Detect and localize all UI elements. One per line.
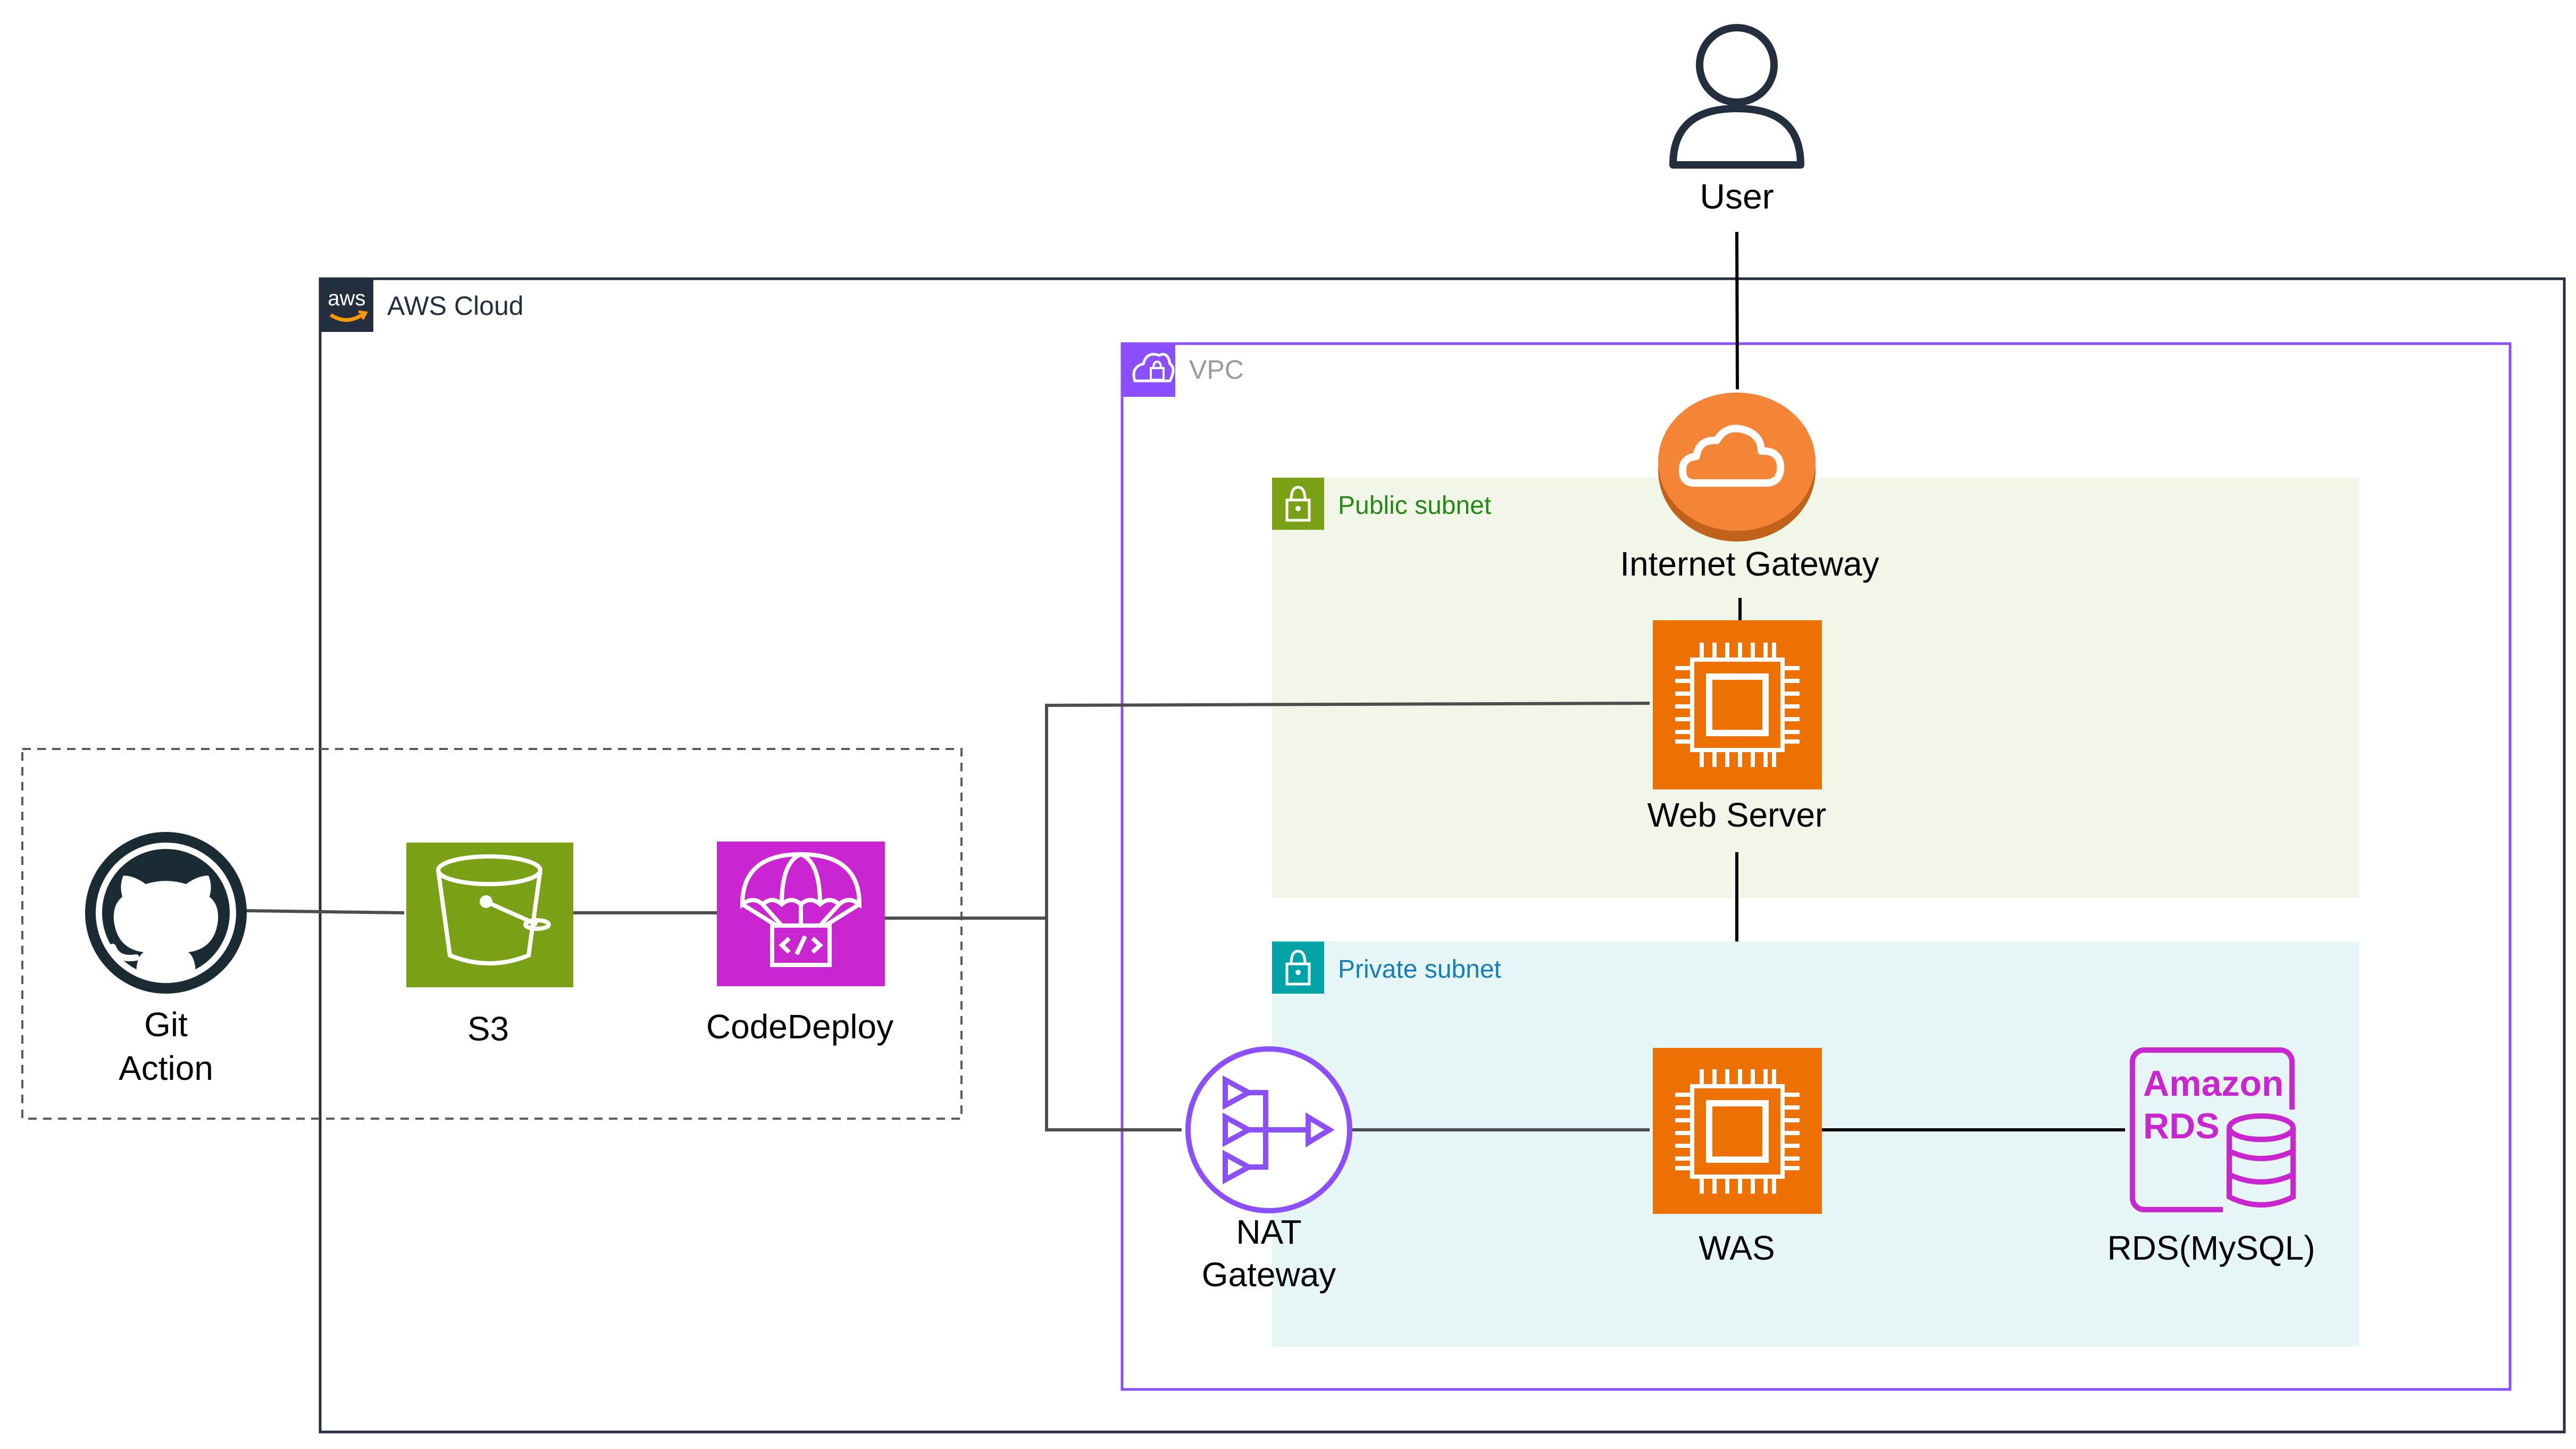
ec2-chip-icon <box>1675 1069 1800 1194</box>
rds-logo-line2: RDS <box>2143 1106 2220 1146</box>
vpc-border <box>1120 342 2512 1391</box>
vpc-group: VPC <box>1120 342 2512 1391</box>
nat-gateway-label-line1: NAT <box>1236 1213 1301 1251</box>
web-server-node[interactable]: Web Server <box>1647 620 1827 834</box>
s3-bucket-icon <box>436 854 551 965</box>
edge-git-to-s3 <box>245 909 405 914</box>
s3-icon-bg <box>406 843 573 987</box>
nat-gateway-icon <box>1185 1046 1352 1213</box>
parachute-icon <box>740 852 862 967</box>
cloud-icon <box>1658 393 1816 542</box>
internet-gateway-label: Internet Gateway <box>1620 545 1879 583</box>
aws-cloud-label: AWS Cloud <box>387 291 524 321</box>
s3-node[interactable]: S3 <box>406 843 573 1048</box>
was-node[interactable]: WAS <box>1653 1048 1822 1267</box>
connectors <box>245 231 2126 1131</box>
edge-codedeploy-to-nat <box>1045 918 1182 1131</box>
user-label: User <box>1700 177 1774 216</box>
git-action-label-line1: Git <box>144 1005 188 1044</box>
rds-logo-line1: Amazon <box>2143 1063 2284 1104</box>
s3-label: S3 <box>467 1010 509 1048</box>
public-subnet-label: Public subnet <box>1338 492 1491 520</box>
aws-logo-icon: aws <box>320 279 373 332</box>
public-subnet-lock-icon <box>1272 478 1324 530</box>
amazon-rds-icon: Amazon RDS <box>2130 1047 2303 1216</box>
was-label: WAS <box>1699 1229 1775 1267</box>
private-subnet-lock-icon <box>1272 942 1324 994</box>
nat-gateway-label-line2: Gateway <box>1202 1255 1336 1294</box>
cicd-dashed-group <box>21 748 963 1120</box>
codedeploy-label: CodeDeploy <box>706 1007 893 1046</box>
vpc-label: VPC <box>1189 355 1244 385</box>
codedeploy-node[interactable]: CodeDeploy <box>706 842 893 1046</box>
aws-logo-text: aws <box>328 287 365 310</box>
vpc-cloud-icon <box>1122 344 1175 397</box>
rds-node[interactable]: Amazon RDS RDS(MySQL) <box>2107 1047 2315 1267</box>
aws-cloud-border <box>319 277 2566 1434</box>
edge-codedeploy-to-web <box>885 702 1650 920</box>
git-action-node[interactable]: Git Action <box>85 832 247 1087</box>
nat-gateway-node[interactable]: NAT Gateway <box>1185 1046 1352 1294</box>
aws-cloud-group: aws AWS Cloud <box>319 277 2566 1434</box>
rds-label: RDS(MySQL) <box>2107 1229 2315 1267</box>
private-subnet-label: Private subnet <box>1338 955 1501 984</box>
user-node[interactable]: User <box>1669 24 1804 216</box>
web-server-label: Web Server <box>1647 796 1827 834</box>
git-action-label-line2: Action <box>119 1049 213 1087</box>
user-icon <box>1669 24 1804 169</box>
github-icon <box>85 832 247 994</box>
internet-gateway-node[interactable]: Internet Gateway <box>1620 393 1879 583</box>
ec2-chip-icon <box>1675 643 1800 767</box>
